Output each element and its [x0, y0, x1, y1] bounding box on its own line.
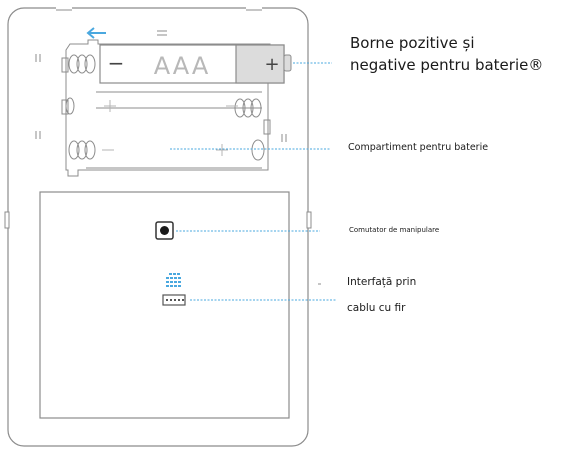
wired-interface-label-line2: cablu cu fir — [347, 302, 406, 314]
battery-terminals-label-line1: Borne pozitive și — [350, 34, 475, 52]
side-latch-right — [306, 211, 312, 229]
battery-holder — [61, 39, 271, 177]
battery-plus-sign: + — [264, 54, 279, 75]
polarity-marks — [102, 100, 238, 156]
mount-ticks — [35, 30, 287, 142]
callout-leader-lines — [170, 62, 336, 301]
connector-pins — [166, 299, 184, 301]
battery-compartment-label: Compartiment pentru baterie — [348, 142, 489, 153]
wired-interface-label-line1: Interfață prin — [347, 276, 417, 288]
terminal-pin-labels — [166, 273, 181, 287]
battery-type-label: AAA — [154, 52, 211, 80]
tamper-switch-button — [160, 226, 169, 235]
battery-terminals-label-line2: negative pentru baterie® — [350, 56, 544, 74]
battery-minus-sign: − — [108, 51, 125, 75]
battery-terminal-nub — [283, 54, 292, 72]
side-latch-left — [4, 211, 10, 229]
arrow-left-icon — [86, 27, 106, 39]
tamper-switch-label: Comutator de manipulare — [349, 226, 440, 234]
